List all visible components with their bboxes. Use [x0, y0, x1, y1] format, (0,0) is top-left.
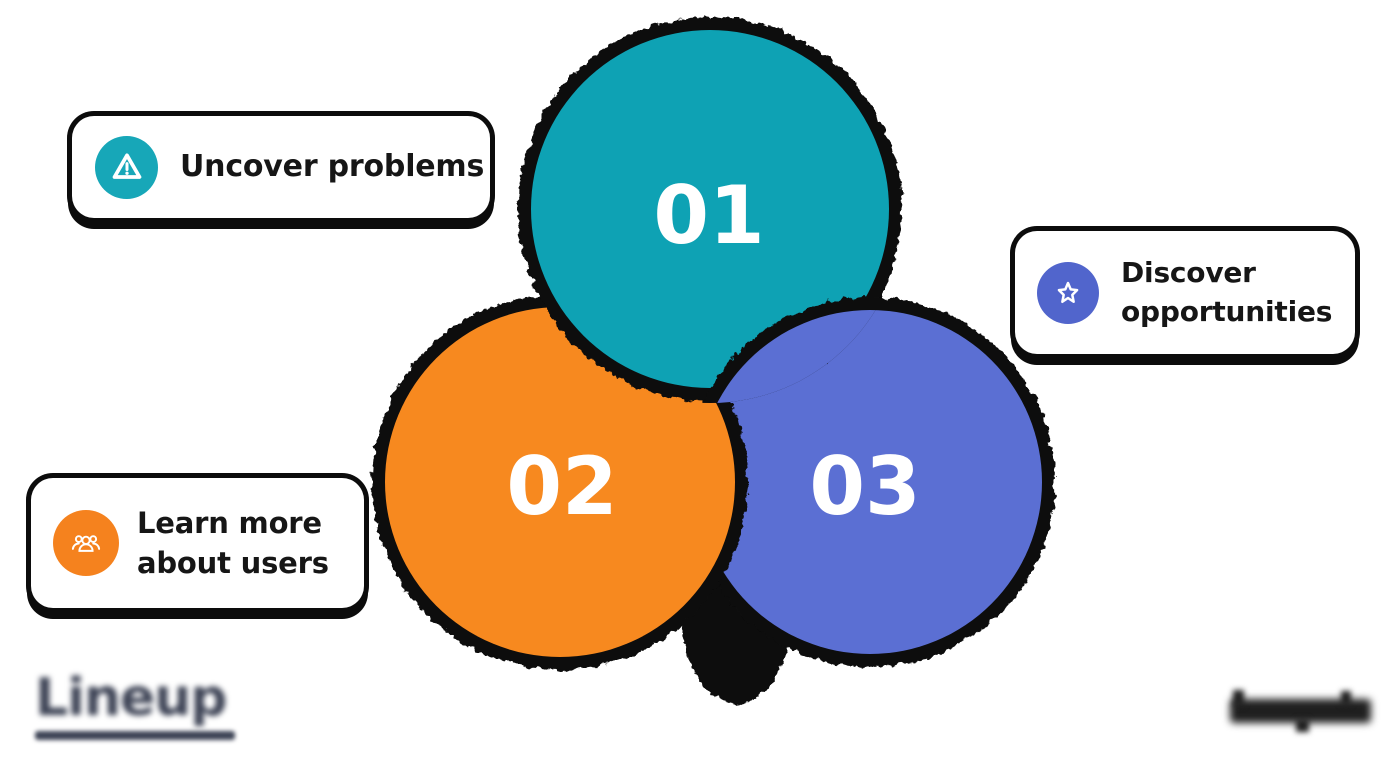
step-number-01: 01 — [653, 169, 764, 262]
step-number-02: 02 — [506, 440, 617, 533]
step-circle-01 — [518, 17, 902, 401]
card-discover-opportunities-label: Discover opportunities — [1121, 255, 1333, 328]
card-learn-about-users: Learn more about users — [31, 478, 364, 608]
blurred-watermark — [1230, 690, 1371, 732]
card-uncover-problems-label: Uncover problems — [180, 149, 485, 185]
step-number-03: 03 — [809, 440, 920, 533]
star-icon — [1037, 261, 1099, 324]
brand-logo-blurred: Lineup — [35, 672, 235, 740]
brand-logo-tagline-blurred — [35, 731, 235, 740]
warning-triangle-icon — [95, 135, 158, 199]
card-learn-about-users-label: Learn more about users — [137, 505, 329, 580]
brand-logo-text: Lineup — [35, 668, 228, 728]
users-group-icon — [53, 510, 119, 576]
card-discover-opportunities: Discover opportunities — [1015, 231, 1355, 354]
card-uncover-problems: Uncover problems — [72, 116, 490, 218]
